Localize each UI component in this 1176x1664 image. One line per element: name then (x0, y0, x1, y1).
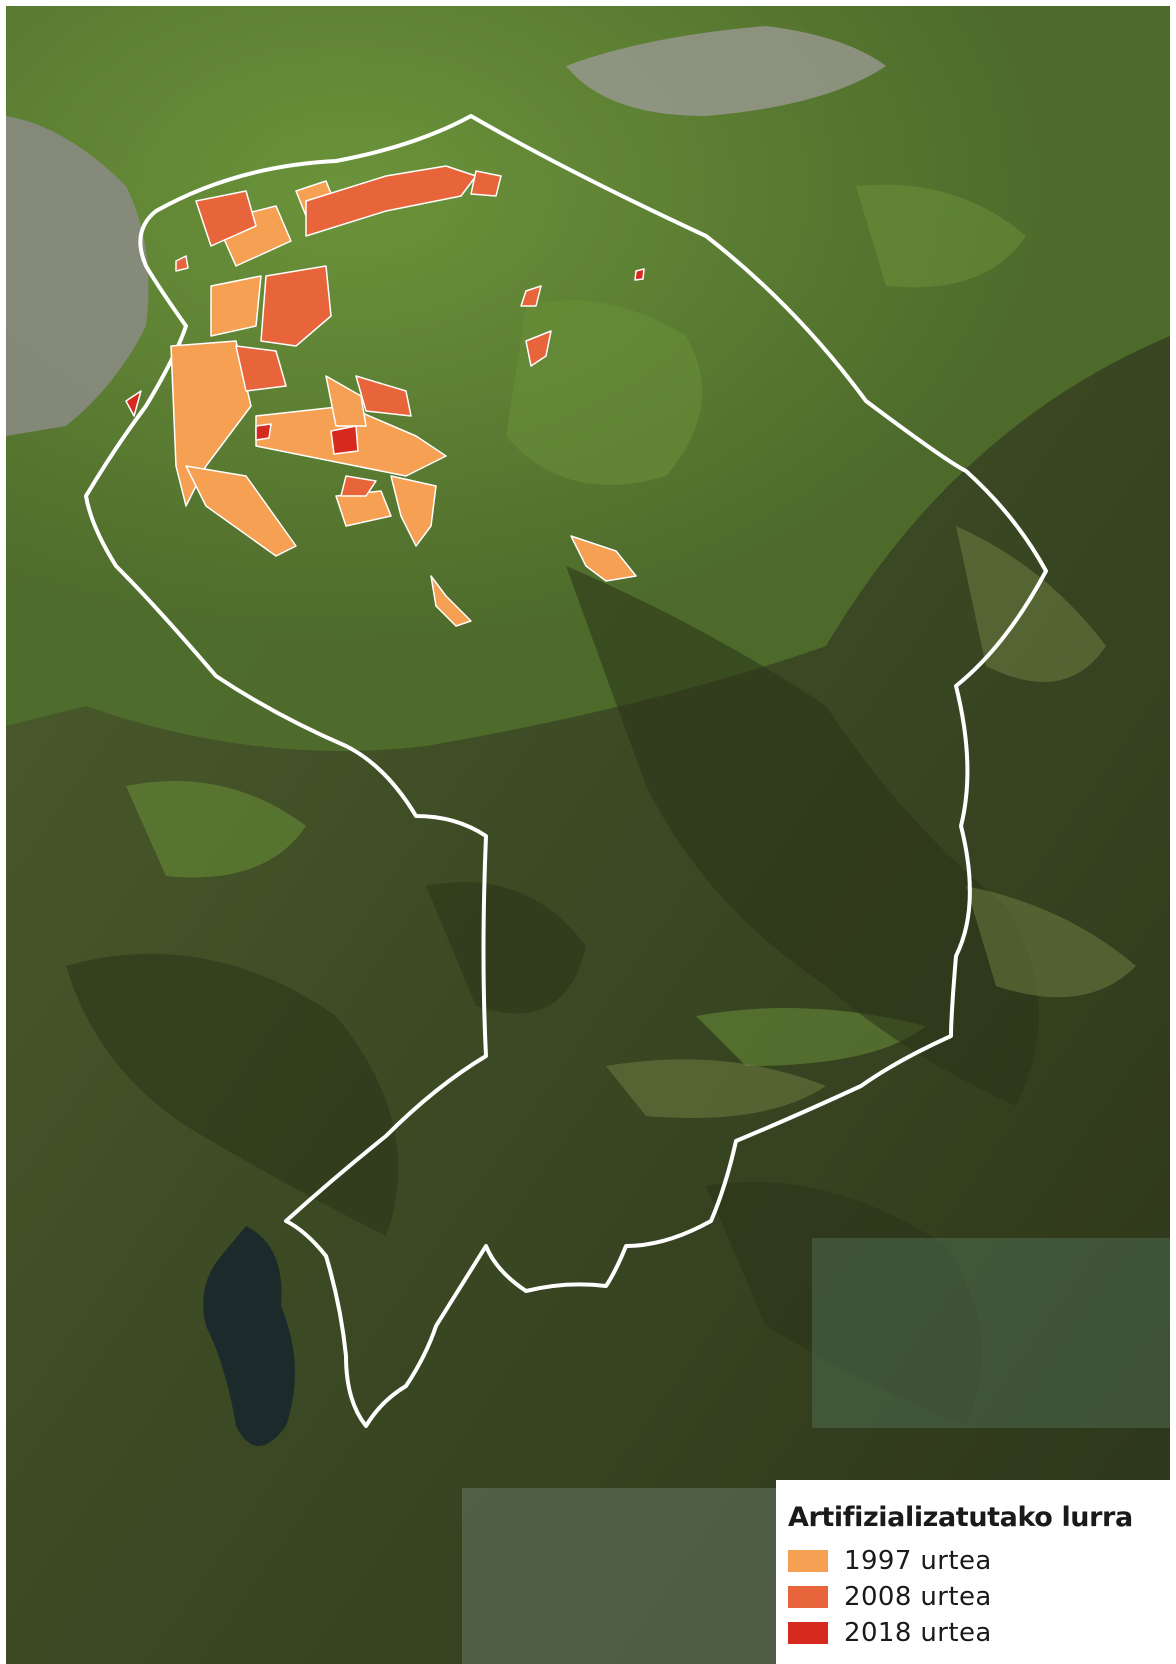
parcels-2018 (125, 268, 645, 455)
legend-swatch-2008 (788, 1586, 828, 1608)
satellite-tile-patch (812, 1238, 1170, 1428)
legend-label-2018: 2018 urtea (844, 1618, 992, 1648)
legend-title: Artifizializatutako lurra (788, 1502, 1133, 1533)
legend-item-2018: 2018 urtea (788, 1615, 1170, 1651)
legend-swatch-1997 (788, 1550, 828, 1572)
legend-swatch-2018 (788, 1622, 828, 1644)
legend-item-2008: 2008 urtea (788, 1579, 1170, 1615)
legend-label-1997: 1997 urtea (844, 1546, 992, 1576)
urban-area-west (6, 116, 149, 436)
ridge-highlights (606, 526, 1136, 1118)
map-view[interactable] (6, 6, 1170, 1664)
ridge-shading (66, 566, 1039, 1426)
satellite-map[interactable] (6, 6, 1170, 1664)
reservoir (203, 1226, 295, 1446)
parcels-2008 (175, 165, 552, 497)
urban-area-north (566, 26, 886, 116)
map-legend: Artifizializatutako lurra 1997 urtea 200… (776, 1480, 1170, 1664)
legend-item-1997: 1997 urtea (788, 1543, 1170, 1579)
satellite-tile-patch-2 (462, 1488, 782, 1664)
meadow-patches (126, 184, 1026, 1067)
municipality-boundary (84, 114, 1048, 1428)
legend-label-2008: 2008 urtea (844, 1582, 992, 1612)
